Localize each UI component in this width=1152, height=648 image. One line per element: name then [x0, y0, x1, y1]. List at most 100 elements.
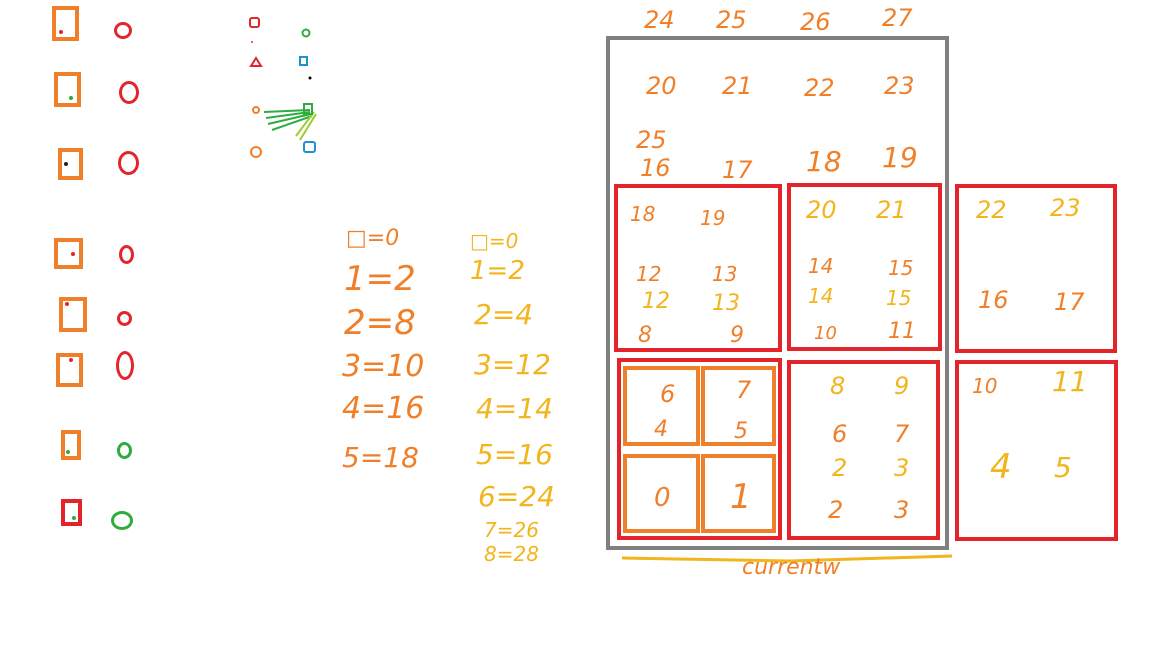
box-b-number: 15: [888, 256, 914, 280]
row-16-number: 16: [640, 154, 671, 182]
box-e-number: 2: [828, 496, 844, 524]
yellow-eq-0: □=0: [470, 229, 519, 253]
box-c-number: 23: [1050, 194, 1081, 222]
orange-square-4: [54, 238, 83, 269]
yellow-eq-8: 8=28: [484, 542, 539, 566]
top-number: 27: [882, 4, 913, 32]
gray-row-number: 21: [722, 72, 753, 100]
red-box-a: [614, 184, 782, 352]
red-dot: [65, 302, 69, 306]
yellow-eq-6: 6=24: [478, 480, 555, 513]
box-d-number: 0: [654, 483, 671, 513]
yellow-eq-1: 1=2: [470, 256, 525, 286]
box-b-number: 14: [808, 284, 834, 308]
tiny-shapes-icon: [249, 17, 312, 80]
red-dot: [69, 358, 73, 362]
box-b-number: 21: [876, 196, 907, 224]
box-c-number: 16: [978, 286, 1009, 314]
box-f-number: 11: [1052, 365, 1088, 398]
box-b-number: 14: [808, 254, 834, 278]
box-c-number: 22: [976, 196, 1007, 224]
orange-eq-0: □=0: [346, 226, 400, 251]
box-e-number: 8: [830, 372, 846, 400]
red-circle: [116, 351, 134, 380]
box-b-number: 10: [814, 323, 837, 344]
green-dot: [66, 450, 70, 454]
red-circle: [119, 245, 134, 264]
top-number: 24: [644, 6, 675, 34]
orange-eq-5: 5=18: [342, 441, 419, 474]
orange-square-7: [61, 430, 81, 460]
box-b-number: 11: [888, 319, 916, 344]
red-dot: [59, 30, 63, 34]
red-circle: [117, 311, 132, 326]
yellow-eq-7: 7=26: [484, 518, 539, 542]
green-circle: [117, 442, 132, 459]
row-16-number: 17: [722, 156, 753, 184]
orange-eq-3: 3=10: [342, 349, 425, 384]
extra-number-25: 25: [636, 126, 667, 154]
orange-eq-1: 1=2: [344, 259, 416, 299]
box-a-number: 13: [712, 291, 740, 316]
green-dot: [69, 96, 73, 100]
box-e-number: 3: [894, 496, 910, 524]
orange-cell: [623, 366, 700, 446]
box-f-number: 10: [972, 374, 998, 398]
box-a-number: 12: [642, 289, 670, 314]
yellow-eq-2: 2=4: [474, 298, 534, 331]
box-a-number: 8: [638, 323, 652, 348]
box-e-number: 9: [894, 372, 910, 400]
green-circle: [111, 511, 133, 530]
box-d-number: 1: [730, 477, 752, 517]
red-box-d: [617, 358, 782, 540]
red-box-c: [955, 184, 1117, 353]
box-f-number: 5: [1054, 451, 1072, 484]
yellow-eq-3: 3=12: [474, 348, 551, 381]
row-16-number: 19: [882, 141, 918, 174]
orange-cell: [623, 454, 700, 533]
box-a-number: 18: [630, 202, 656, 226]
yellow-eq-5: 5=16: [476, 438, 553, 471]
top-number: 25: [716, 6, 747, 34]
box-b-number: 20: [806, 196, 837, 224]
box-e-number: 6: [832, 420, 848, 448]
orange-cell: [701, 454, 776, 533]
gray-row-number: 22: [804, 74, 835, 102]
orange-eq-2: 2=8: [344, 303, 416, 343]
box-e-number: 2: [832, 454, 848, 482]
orange-eq-4: 4=16: [342, 391, 425, 426]
line-cluster-icon: [250, 103, 317, 158]
box-e-number: 7: [894, 420, 910, 448]
gray-row-number: 20: [646, 72, 677, 100]
top-number: 26: [800, 8, 831, 36]
yellow-eq-4: 4=14: [476, 392, 553, 425]
orange-cell: [701, 366, 776, 446]
red-box-e: [787, 360, 940, 540]
red-circle: [119, 81, 139, 104]
red-circle: [114, 22, 132, 39]
green-dot: [72, 516, 76, 520]
box-a-number: 9: [730, 323, 744, 348]
red-dot: [71, 252, 75, 256]
box-b-number: 15: [886, 286, 912, 310]
orange-square-1: [52, 6, 79, 41]
red-square-8: [61, 499, 82, 526]
box-c-number: 17: [1054, 288, 1085, 316]
box-d-number: 5: [734, 419, 748, 444]
box-d-number: 6: [660, 380, 676, 408]
orange-square-6: [56, 353, 83, 387]
orange-square-2: [54, 72, 81, 107]
box-a-number: 19: [700, 206, 726, 230]
gray-frame: [606, 36, 949, 550]
orange-square-5: [59, 297, 87, 332]
box-a-number: 13: [712, 262, 738, 286]
yellow-underline: [621, 554, 953, 563]
red-box-f: [955, 360, 1118, 541]
gray-row-number: 23: [884, 72, 915, 100]
box-a-number: 12: [636, 262, 662, 286]
box-d-number: 4: [654, 417, 668, 442]
box-f-number: 4: [990, 447, 1012, 487]
row-16-number: 18: [806, 145, 842, 178]
black-dot: [64, 162, 68, 166]
